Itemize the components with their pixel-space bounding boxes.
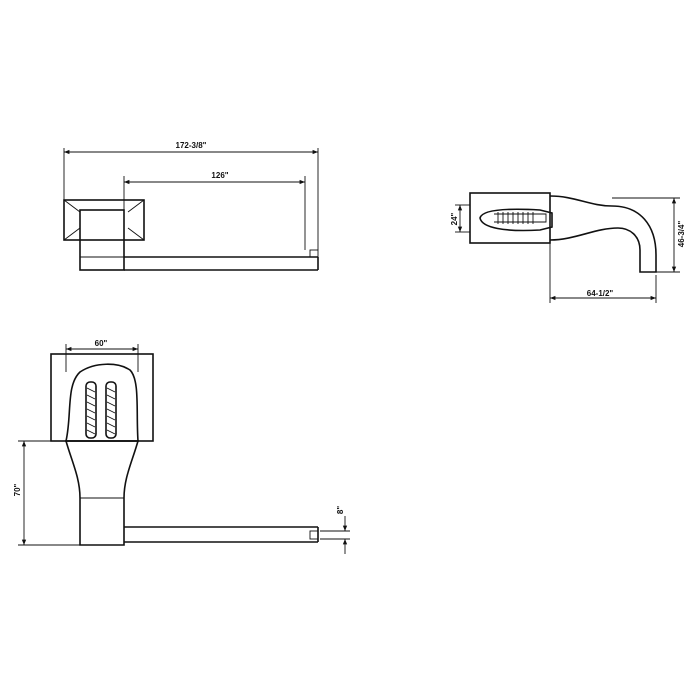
front-holder-body <box>64 440 140 546</box>
side-anchor-plug <box>479 208 553 232</box>
dim-base-width: 60" <box>95 339 108 348</box>
top-view: 172-3/8" 126" <box>63 141 319 271</box>
top-wall-plate <box>63 199 145 241</box>
top-holder-body <box>79 209 125 271</box>
dim-body-height: 70" <box>13 483 22 496</box>
front-wall-cavity <box>64 363 139 442</box>
front-bar-tip <box>309 530 319 540</box>
dim-total-length: 172-3/8" <box>176 141 207 150</box>
dim-depth: 24" <box>450 212 459 225</box>
side-curved-arm <box>549 195 657 273</box>
side-wall-section <box>469 192 551 244</box>
dim-projection: 64-1/2" <box>587 289 614 298</box>
side-view: 24" 46-3/4" 64-1/2" <box>450 192 686 303</box>
front-screw-left <box>85 381 97 439</box>
dim-height-side: 46-3/4" <box>677 221 686 248</box>
front-view: 60" 70" 8" <box>13 339 350 554</box>
dim-bar-length: 126" <box>211 171 228 180</box>
dim-bar-section: 8" <box>336 506 345 514</box>
top-bar-tip <box>309 249 319 258</box>
front-screw-right <box>105 381 117 439</box>
